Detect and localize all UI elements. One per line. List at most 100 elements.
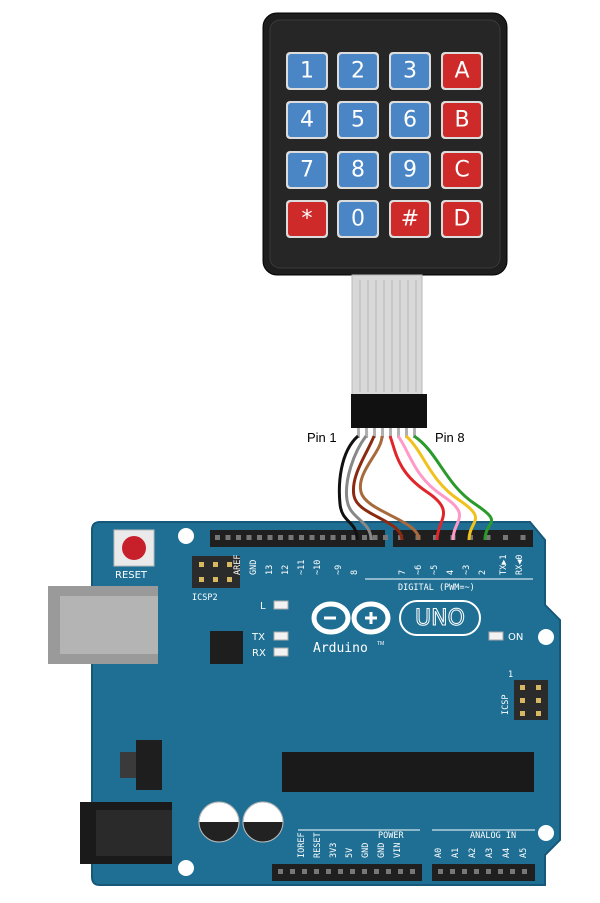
- digital-pin-label: ~3: [462, 565, 472, 575]
- wire-5: [388, 435, 446, 541]
- digital-pin-label: 12: [281, 565, 291, 575]
- voltage-regulator: [120, 740, 162, 790]
- key-label: 8: [351, 158, 365, 183]
- svg-text:UNO: UNO: [415, 606, 465, 631]
- digital-pin-label: ~6: [414, 565, 424, 575]
- icsp2-header: [192, 556, 240, 588]
- key-label: 6: [403, 108, 417, 133]
- reset-button[interactable]: [113, 529, 155, 567]
- wire-8: [413, 434, 493, 541]
- key-label: 2: [351, 59, 365, 84]
- wire-6: [396, 435, 462, 541]
- key-label: 0: [351, 207, 365, 232]
- power-header: [272, 864, 422, 881]
- led-tx-label: TX: [251, 632, 265, 643]
- icsp-header: [514, 680, 548, 720]
- key-5[interactable]: 5: [337, 101, 379, 139]
- capacitor-2: [242, 801, 284, 843]
- digital-pin-label: 7: [398, 570, 408, 575]
- wire-4: [358, 435, 421, 541]
- icsp2-label: ICSP2: [192, 593, 218, 603]
- analog-pin-label: A5: [519, 848, 529, 858]
- digital-header-right: [393, 530, 533, 547]
- usb-chip: [210, 631, 243, 664]
- power-pin-label: GND: [361, 843, 371, 858]
- key-C[interactable]: C: [441, 151, 483, 189]
- analog-pin-labels: A0 A1 A2 A3 A4 A5: [434, 848, 529, 858]
- digital-pin-label: TX▶1: [499, 555, 509, 575]
- power-pin-label: 5V: [345, 848, 355, 858]
- digital-pin-label: ~11: [297, 560, 307, 575]
- bottom-header-holes: [278, 869, 527, 874]
- key-label: D: [454, 207, 471, 232]
- dc-power-jack: [80, 802, 172, 864]
- key-label: 1: [300, 59, 314, 84]
- key-8[interactable]: 8: [337, 151, 379, 189]
- power-pin-label: VIN: [393, 843, 403, 858]
- icsp-label: ICSP: [501, 695, 511, 715]
- key-2[interactable]: 2: [337, 52, 379, 90]
- brand-label: Arduino: [313, 641, 368, 656]
- digital-pin-label: 8: [350, 570, 360, 575]
- analog-pin-label: A3: [485, 848, 495, 858]
- key-label: #: [401, 207, 419, 232]
- key-A[interactable]: A: [441, 52, 483, 90]
- icsp-one-label: 1: [508, 670, 513, 680]
- digital-pin-label: 13: [265, 565, 275, 575]
- pin8-label: Pin 8: [435, 430, 465, 445]
- key-B[interactable]: B: [441, 101, 483, 139]
- analog-pin-label: A0: [434, 848, 444, 858]
- analog-header: [432, 864, 535, 881]
- analog-pin-label: A4: [502, 848, 512, 858]
- digital-label: DIGITAL (PWM=~): [398, 583, 475, 593]
- key-label: *: [302, 207, 313, 232]
- led-on-label: ON: [508, 632, 523, 643]
- key-hash[interactable]: #: [389, 200, 431, 238]
- digital-pin-label: ~10: [313, 560, 323, 575]
- key-D[interactable]: D: [441, 200, 483, 238]
- key-label: A: [454, 59, 469, 84]
- key-9[interactable]: 9: [389, 151, 431, 189]
- ribbon-connector: [351, 394, 427, 428]
- key-1[interactable]: 1: [286, 52, 328, 90]
- digital-pin-label: GND: [249, 560, 259, 575]
- led-rx: [273, 647, 289, 657]
- power-pin-label: 3V3: [329, 843, 339, 858]
- power-pin-label: RESET: [313, 832, 323, 858]
- digital-pin-label: ~5: [430, 565, 440, 575]
- capacitor-1: [198, 801, 240, 843]
- atmega-chip: [282, 752, 534, 792]
- power-pin-label: IOREF: [297, 832, 307, 858]
- led-rx-label: RX: [252, 648, 266, 659]
- led-l: [273, 600, 289, 610]
- pin1-label: Pin 1: [307, 430, 337, 445]
- wire-7: [404, 434, 477, 541]
- power-label: POWER: [378, 831, 404, 841]
- key-4[interactable]: 4: [286, 101, 328, 139]
- key-label: 7: [300, 158, 314, 183]
- digital-pin-label: ~9: [334, 565, 344, 575]
- brand-tm: TM: [377, 641, 384, 647]
- analog-pin-label: A1: [451, 848, 461, 858]
- arduino-logo-icon: [311, 601, 391, 635]
- led-l-label: L: [260, 601, 266, 612]
- led-tx: [273, 631, 289, 641]
- key-7[interactable]: 7: [286, 151, 328, 189]
- key-6[interactable]: 6: [389, 101, 431, 139]
- digital-pin-label: 4: [446, 570, 456, 575]
- key-label: C: [454, 158, 469, 183]
- key-label: B: [454, 108, 469, 133]
- analog-pin-label: A2: [468, 848, 478, 858]
- reset-label: RESET: [115, 570, 148, 581]
- key-3[interactable]: 3: [389, 52, 431, 90]
- key-label: 9: [403, 158, 417, 183]
- key-0[interactable]: 0: [337, 200, 379, 238]
- key-star[interactable]: *: [286, 200, 328, 238]
- wire-2: [344, 435, 373, 541]
